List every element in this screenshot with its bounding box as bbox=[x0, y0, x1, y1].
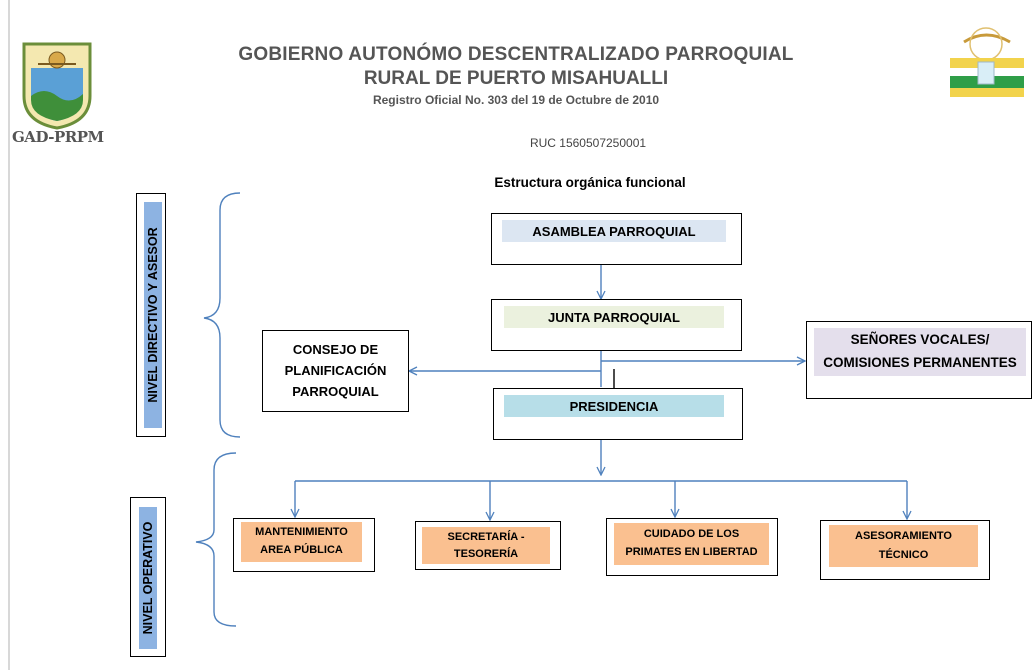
node-vocales-line2: COMISIONES PERMANENTES bbox=[823, 355, 1017, 370]
header-registry: Registro Oficial No. 303 del 19 de Octub… bbox=[372, 93, 660, 107]
node-vocales-line1: SEÑORES VOCALES/ bbox=[850, 332, 990, 347]
node-consejo-line2: PLANIFICACIÓN bbox=[284, 363, 387, 378]
brace-directivo bbox=[203, 192, 241, 438]
level-directivo-fill bbox=[144, 202, 162, 428]
parish-seal-logo bbox=[22, 42, 92, 130]
node-mantenimiento-band bbox=[241, 522, 362, 562]
node-mantenimiento-line1: MANTENIMIENTO bbox=[255, 526, 348, 538]
node-secretaria-line1: SECRETARÍA - bbox=[447, 531, 525, 543]
logo-caption: GAD-PRPM bbox=[12, 128, 104, 146]
node-primates-line2: PRIMATES EN LIBERTAD bbox=[625, 546, 758, 558]
node-asesoramiento-line2: TÉCNICO bbox=[878, 549, 929, 561]
node-asamblea-label: ASAMBLEA PARROQUIAL bbox=[502, 220, 726, 242]
flag-seal-logo bbox=[950, 27, 1024, 97]
node-secretaria-line2: TESORERÍA bbox=[453, 548, 519, 560]
node-consejo-line3: PARROQUIAL bbox=[292, 384, 379, 399]
node-primates-line1: CUIDADO DE LOS bbox=[643, 528, 740, 540]
node-consejo bbox=[262, 330, 409, 412]
node-primates-band bbox=[614, 523, 769, 565]
header-title-line2: RURAL DE PUERTO MISAHUALLI bbox=[363, 68, 669, 89]
header-title-line1: GOBIERNO AUTONÓMO DESCENTRALIZADO PARROQ… bbox=[238, 44, 794, 65]
level-operativo-text: NIVEL OPERATIVO bbox=[141, 521, 155, 635]
node-asesoramiento-line1: ASESORAMIENTO bbox=[855, 530, 952, 542]
node-asesoramiento-band bbox=[829, 525, 978, 567]
node-presidencia-label: PRESIDENCIA bbox=[504, 395, 724, 417]
node-consejo-line1: CONSEJO DE bbox=[292, 342, 379, 357]
level-directivo-text: NIVEL DIRECTIVO Y ASESOR bbox=[146, 227, 160, 403]
page-edge bbox=[8, 0, 10, 670]
header-ruc: RUC 1560507250001 bbox=[529, 136, 647, 150]
node-mantenimiento-line2: AREA PÚBLICA bbox=[260, 544, 343, 556]
node-secretaria-band bbox=[422, 527, 550, 564]
level-operativo-fill bbox=[139, 507, 157, 649]
node-junta-label: JUNTA PARROQUIAL bbox=[504, 306, 724, 328]
diagram-title: Estructura orgánica funcional bbox=[494, 175, 686, 190]
brace-operativo bbox=[195, 452, 237, 627]
node-vocales-band bbox=[814, 328, 1026, 376]
